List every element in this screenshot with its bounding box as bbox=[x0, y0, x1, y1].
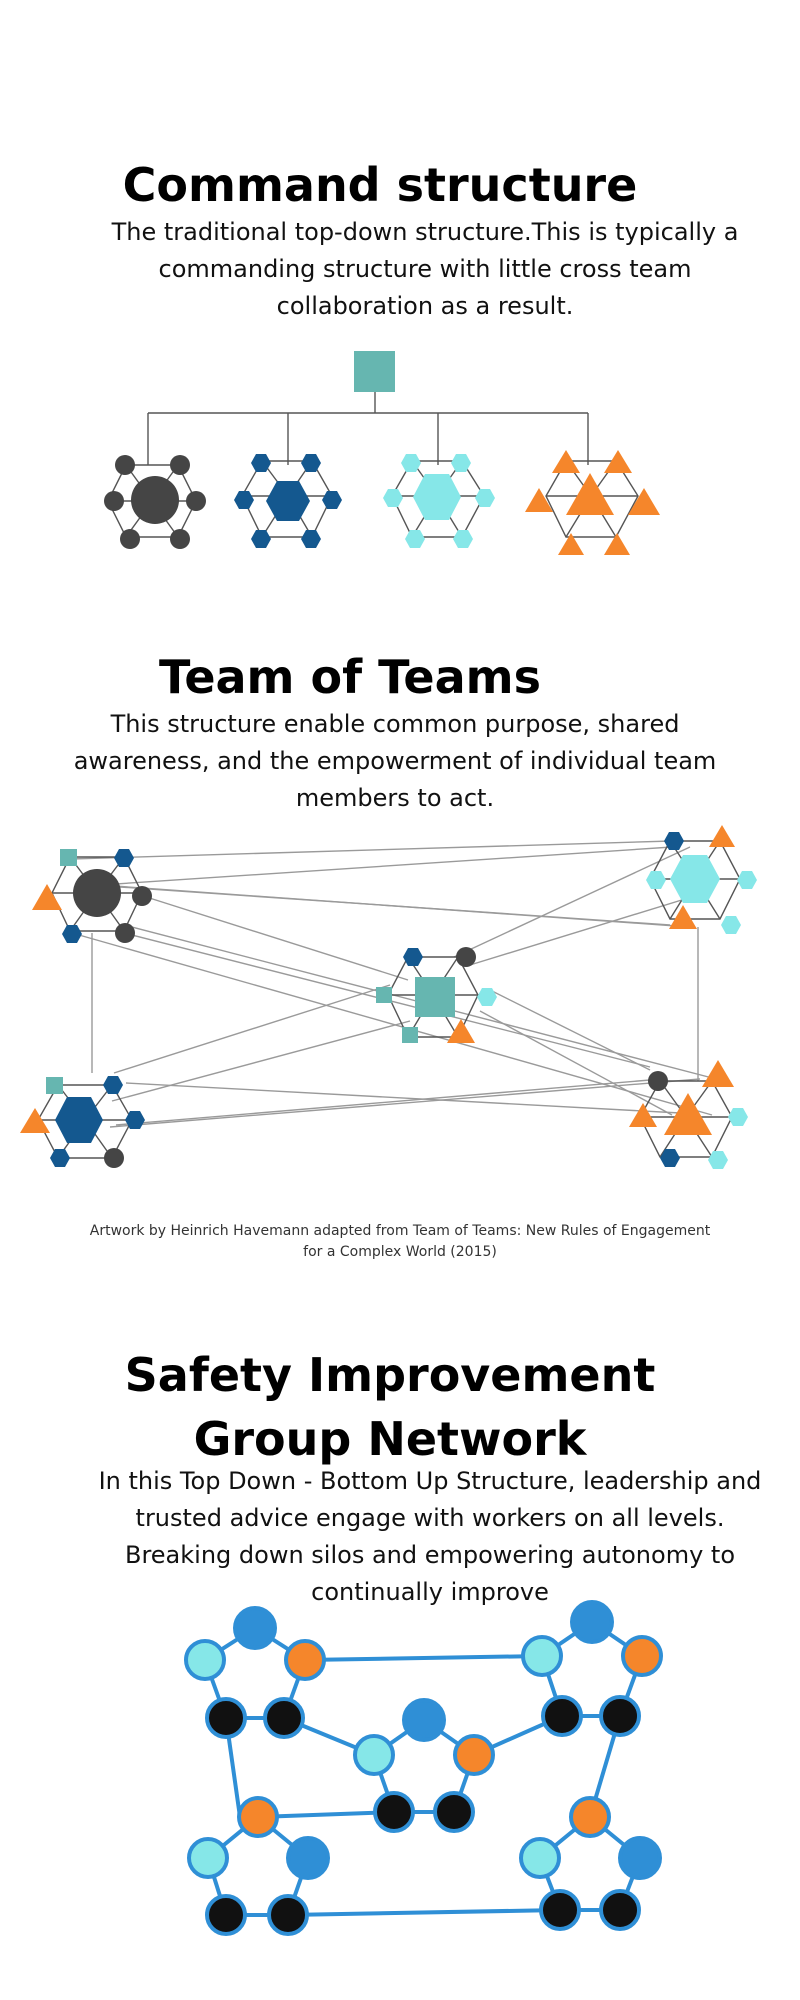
command-team-orange-members bbox=[525, 450, 660, 555]
team-of-teams-title: Team of Teams bbox=[159, 650, 541, 704]
team-of-teams-diagram bbox=[20, 825, 757, 1169]
commander-square bbox=[354, 351, 395, 392]
safety-network-description: In this Top Down - Bottom Up Structure, … bbox=[98, 1467, 762, 1606]
team-of-teams-links bbox=[69, 840, 721, 1128]
team-of-teams-description: This structure enable common purpose, sh… bbox=[73, 710, 717, 812]
command-hierarchy-lines bbox=[147, 391, 589, 465]
cluster-bottom-left bbox=[20, 1076, 145, 1168]
command-team-dark-members bbox=[104, 455, 206, 549]
cluster-top-right bbox=[646, 825, 757, 934]
artwork-credit-line1: Artwork by Heinrich Havemann adapted fro… bbox=[89, 1223, 711, 1239]
artwork-credit-line2: for a Complex World (2015) bbox=[303, 1244, 497, 1260]
safety-network-title: Safety Improvement Group Network bbox=[0, 1343, 790, 1471]
command-structure-title: Command structure bbox=[122, 158, 638, 212]
command-structure-description: The traditional top-down structure.This … bbox=[111, 218, 739, 320]
command-team-aqua-members bbox=[383, 454, 495, 548]
artwork-credit: Artwork by Heinrich Havemann adapted fro… bbox=[60, 1221, 740, 1263]
cluster-center bbox=[376, 947, 497, 1043]
safety-network-nodes bbox=[184, 1600, 663, 1936]
safety-network-title-line1: Safety Improvement bbox=[124, 1348, 656, 1402]
safety-network-links bbox=[203, 1620, 644, 1917]
command-team-navy-members bbox=[234, 454, 342, 548]
cluster-top-left bbox=[32, 849, 152, 943]
cluster-bottom-right bbox=[629, 1060, 748, 1169]
safety-network-diagram bbox=[184, 1600, 663, 1936]
safety-network-title-line2: Group Network bbox=[193, 1412, 587, 1466]
command-structure-diagram bbox=[104, 351, 660, 555]
